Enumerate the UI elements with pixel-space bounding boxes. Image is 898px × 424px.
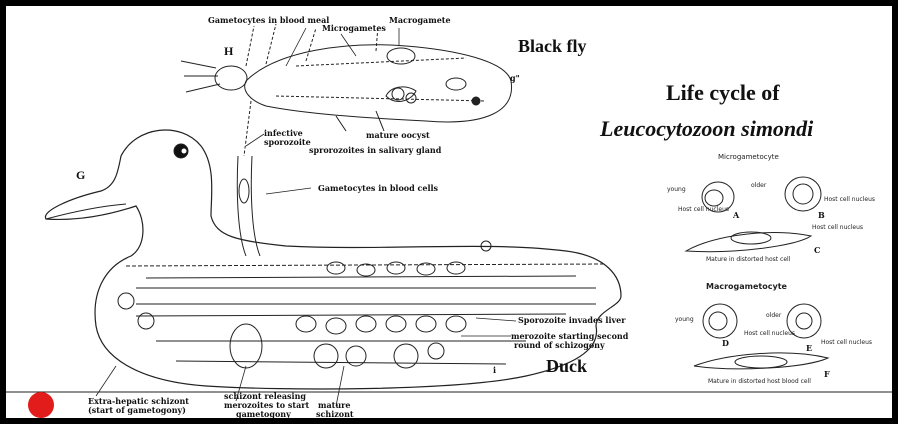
macro-letter-d: D <box>722 339 729 348</box>
label-sporozoites-salivary: sprorozoites in salivary gland <box>309 146 441 155</box>
micro-host-nucleus-a: Host cell nucleus <box>678 206 729 213</box>
macro-host-nucleus-d: Host cell nucleus <box>744 330 795 337</box>
micro-letter-a: A <box>733 211 739 220</box>
micro-young: young <box>667 186 686 193</box>
micro-heading: Microgametocyte <box>718 154 779 161</box>
leader-lines <box>96 28 516 406</box>
micro-older: older <box>751 182 766 189</box>
label-infective-2: sporozoite <box>264 138 311 147</box>
label-sporozoite-invades-liver: Sporozoite invades liver <box>518 316 625 325</box>
label-extra-hepatic-2: (start of gametogony) <box>88 406 186 415</box>
micro-letter-c: C <box>814 246 820 255</box>
red-dot-marker <box>28 392 54 418</box>
life-cycle-diagram: Life cycle of Leucocytozoon simondi Blac… <box>6 6 892 418</box>
micro-mature-distorted: Mature in distorted host cell <box>706 256 790 263</box>
macro-young: young <box>675 316 694 323</box>
label-black-fly: Black fly <box>518 36 587 57</box>
letter-g-prime: g" <box>510 74 520 83</box>
macro-host-nucleus-e: Host cell nucleus <box>821 339 872 346</box>
micro-host-nucleus-c: Host cell nucleus <box>812 224 863 231</box>
macro-mature-distorted: Mature in distorted host blood cell <box>708 378 811 385</box>
title-species: Leucocytozoon simondi <box>600 116 813 142</box>
label-gametocytes-blood-cells: Gametocytes in blood cells <box>318 184 438 193</box>
label-mature-schizont-2: schizont <box>316 410 354 418</box>
label-duck: Duck <box>546 356 587 377</box>
macro-older: older <box>766 312 781 319</box>
letter-i: i <box>493 366 496 375</box>
letter-h: H <box>224 44 233 59</box>
diagram-drawing <box>6 6 892 418</box>
label-microgametes: Microgametes <box>322 24 386 33</box>
micro-letter-b: B <box>818 211 825 220</box>
label-schizont-releasing-3: gametogony <box>236 410 291 418</box>
label-merozoite-second-2: round of schizogony <box>514 341 605 350</box>
letter-g: G <box>76 168 85 183</box>
micro-host-nucleus-b: Host cell nucleus <box>824 196 875 203</box>
macro-letter-f: F <box>824 370 830 379</box>
label-macrogamete: Macrogamete <box>389 16 451 25</box>
macro-heading: Macrogametocyte <box>706 283 787 290</box>
label-mature-oocyst: mature oocyst <box>366 131 430 140</box>
macro-letter-e: E <box>806 344 812 353</box>
label-gametocytes-blood-meal: Gametocytes in blood meal <box>208 16 329 25</box>
title-life-cycle-of: Life cycle of <box>666 80 780 106</box>
